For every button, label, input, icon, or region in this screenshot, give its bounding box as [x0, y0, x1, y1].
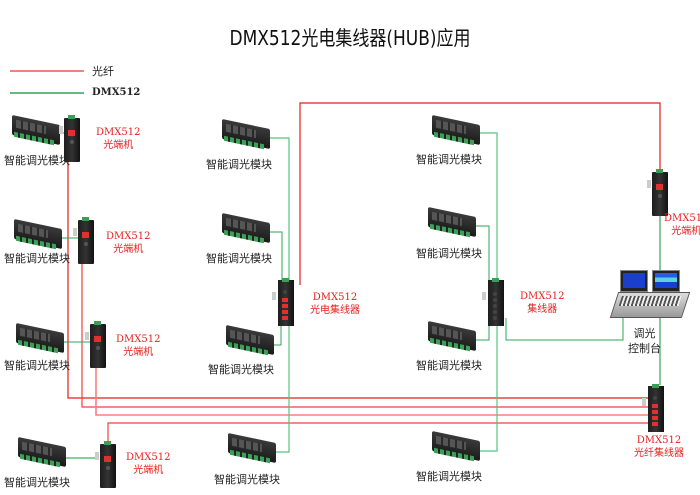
- dimmer-module-icon: [14, 436, 68, 470]
- dimmer-label: 智能调光模块: [206, 158, 272, 171]
- console-label: 调光控制台: [628, 327, 661, 355]
- lighting-console-icon: [609, 270, 691, 320]
- dimmer-label: 智能调光模块: [4, 154, 70, 167]
- dimmer-module-icon: [428, 114, 482, 148]
- dimmer-label: 智能调光模块: [4, 252, 70, 265]
- fiber-line-top: [299, 102, 661, 285]
- dimmer-module-icon: [8, 114, 62, 148]
- fiber-converter-icon: [95, 440, 118, 490]
- dimmer-module-icon: [424, 320, 478, 354]
- fiber-line-4: [107, 422, 650, 445]
- dimmer-module-icon: [428, 430, 482, 464]
- dimmer-label: 智能调光模块: [4, 476, 70, 489]
- dimmer-module-icon: [224, 432, 278, 466]
- dmx-hub-icon: [482, 278, 506, 328]
- dimmer-module-icon: [10, 218, 64, 252]
- dmx-line: [262, 137, 290, 285]
- dimmer-label: 智能调光模块: [416, 359, 482, 372]
- fiber-converter-icon: [85, 320, 108, 370]
- fiber-converter-icon: [73, 216, 96, 266]
- dimmer-label: 智能调光模块: [416, 470, 482, 483]
- opto-electrical-hub-icon: [272, 278, 296, 328]
- legend-dmx-label: DMX512: [92, 87, 141, 98]
- dmx-line: [473, 132, 498, 285]
- dimmer-label: 智能调光模块: [208, 363, 274, 376]
- fiber-line-3: [95, 360, 650, 416]
- dimmer-label: 智能调光模块: [214, 473, 280, 486]
- dimmer-label: 智能调光模块: [206, 252, 272, 265]
- fiber-hub-icon: [642, 384, 666, 434]
- dmx-line: [505, 318, 624, 341]
- dimmer-module-icon: [222, 324, 276, 358]
- dmx-line: [470, 225, 490, 285]
- dimmer-label: 智能调光模块: [4, 359, 70, 372]
- dimmer-label: 智能调光模块: [416, 247, 482, 260]
- fiber-converter-icon: [647, 168, 670, 218]
- fiber-line-2: [81, 262, 650, 408]
- legend-fiber-label: 光纤: [92, 65, 114, 78]
- dmx-line: [473, 318, 498, 452]
- fiber-line-1: [67, 160, 650, 399]
- dimmer-module-icon: [218, 118, 272, 152]
- dimmer-module-icon: [424, 206, 478, 240]
- dimmer-module-icon: [12, 322, 66, 356]
- dimmer-module-icon: [218, 212, 272, 246]
- dimmer-label: 智能调光模块: [416, 153, 482, 166]
- fiber-converter-icon: [59, 114, 82, 164]
- page-title: DMX512光电集线器(HUB)应用: [229, 26, 471, 50]
